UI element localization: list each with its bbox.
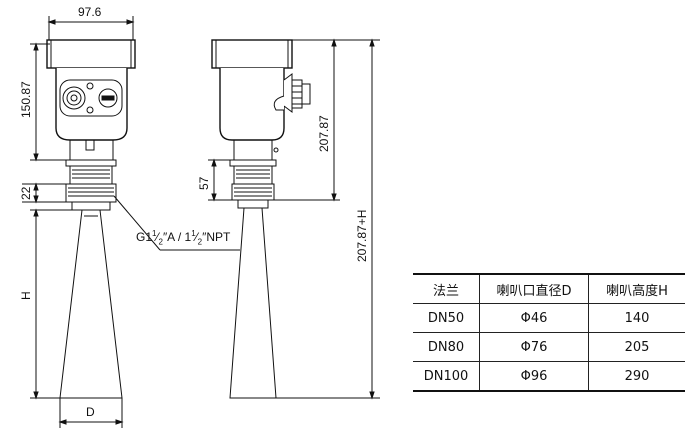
dim-housing-height: 150.87 [19, 81, 33, 118]
thread-spec-label: G11⁄2″A / 11⁄2″NPT [136, 229, 231, 247]
cell-height: 205 [588, 332, 685, 362]
table-row: DN50 Φ46 140 [413, 303, 685, 333]
side-view [208, 38, 380, 400]
dim-horn-length: H [19, 291, 33, 300]
header-horn-height: 喇叭高度H [588, 273, 685, 304]
dim-total-height: 207.87+H [355, 210, 369, 262]
table-row: DN100 Φ96 290 [413, 361, 685, 392]
horn-spec-table: 法兰 喇叭口直径D 喇叭高度H DN50 Φ46 140 DN80 Φ76 20… [413, 273, 685, 392]
cell-flange: DN80 [413, 332, 480, 362]
cell-diameter: Φ76 [479, 332, 589, 362]
front-view [22, 16, 240, 428]
table-row: DN80 Φ76 205 [413, 332, 685, 362]
cell-diameter: Φ46 [479, 303, 589, 333]
dim-thread-height: 57 [197, 176, 211, 190]
header-horn-diameter: 喇叭口直径D [479, 273, 589, 304]
cell-height: 290 [588, 361, 685, 392]
cell-height: 140 [588, 303, 685, 333]
dim-horn-diameter: D [86, 405, 95, 419]
dim-width-top: 97.6 [78, 5, 102, 19]
cell-diameter: Φ96 [479, 361, 589, 392]
header-flange: 法兰 [413, 273, 480, 304]
table-header-row: 法兰 喇叭口直径D 喇叭高度H [413, 273, 685, 304]
dim-flange-height: 22 [19, 186, 33, 200]
cell-flange: DN100 [413, 361, 480, 392]
dim-side-height: 207.87 [317, 115, 331, 152]
cell-flange: DN50 [413, 303, 480, 333]
